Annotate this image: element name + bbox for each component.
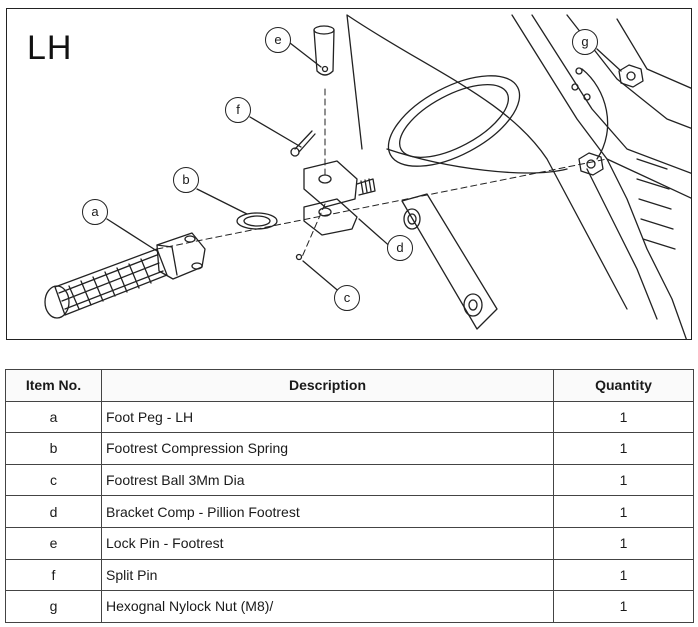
description-cell: Footrest Ball 3Mm Dia: [101, 463, 554, 497]
description-cell: Hexognal Nylock Nut (M8)/: [101, 590, 554, 623]
callout-c: c: [334, 285, 360, 311]
exploded-diagram: LH a b c d e f g: [6, 8, 692, 340]
muffler-outline: [346, 14, 628, 310]
side-label: LH: [27, 29, 73, 67]
table-row: e Lock Pin - Footrest 1: [5, 526, 694, 560]
diagram-illustration: [44, 14, 691, 339]
table-row: f Split Pin 1: [5, 558, 694, 592]
item-no-cell: b: [5, 432, 102, 465]
item-no-cell: g: [5, 590, 102, 623]
table-row: b Footrest Compression Spring 1: [5, 432, 694, 465]
quantity-cell: 1: [553, 432, 694, 465]
table-row: g Hexognal Nylock Nut (M8)/ 1: [5, 590, 694, 623]
callout-e: e: [265, 27, 291, 53]
link-plate: [401, 193, 498, 330]
item-no-cell: e: [5, 526, 102, 560]
description-cell: Lock Pin - Footrest: [101, 526, 554, 560]
header-quantity: Quantity: [553, 369, 694, 402]
header-item-no: Item No.: [5, 369, 102, 402]
table-row: d Bracket Comp - Pillion Footrest 1: [5, 495, 694, 528]
muffler-end: [387, 75, 521, 167]
quantity-cell: 1: [553, 495, 694, 528]
item-no-cell: a: [5, 400, 102, 434]
parts-table: Item No. Description Quantity a Foot Peg…: [5, 369, 694, 623]
bracket: [303, 160, 358, 208]
quantity-cell: 1: [553, 590, 694, 623]
callout-f: f: [225, 97, 251, 123]
item-no-cell: d: [5, 495, 102, 528]
description-cell: Foot Peg - LH: [101, 400, 554, 434]
quantity-cell: 1: [553, 558, 694, 592]
description-cell: Split Pin: [101, 558, 554, 592]
callout-g: g: [572, 29, 598, 55]
item-no-cell: f: [5, 558, 102, 592]
item-no-cell: c: [5, 463, 102, 497]
callout-b: b: [173, 167, 199, 193]
quantity-cell: 1: [553, 400, 694, 434]
table-row: a Foot Peg - LH 1: [5, 400, 694, 434]
callout-d: d: [387, 235, 413, 261]
table-header-row: Item No. Description Quantity: [5, 369, 694, 402]
description-cell: Bracket Comp - Pillion Footrest: [101, 495, 554, 528]
quantity-cell: 1: [553, 526, 694, 560]
table-row: c Footrest Ball 3Mm Dia 1: [5, 463, 694, 497]
description-cell: Footrest Compression Spring: [101, 432, 554, 465]
callout-a: a: [82, 199, 108, 225]
header-description: Description: [101, 369, 554, 402]
quantity-cell: 1: [553, 463, 694, 497]
